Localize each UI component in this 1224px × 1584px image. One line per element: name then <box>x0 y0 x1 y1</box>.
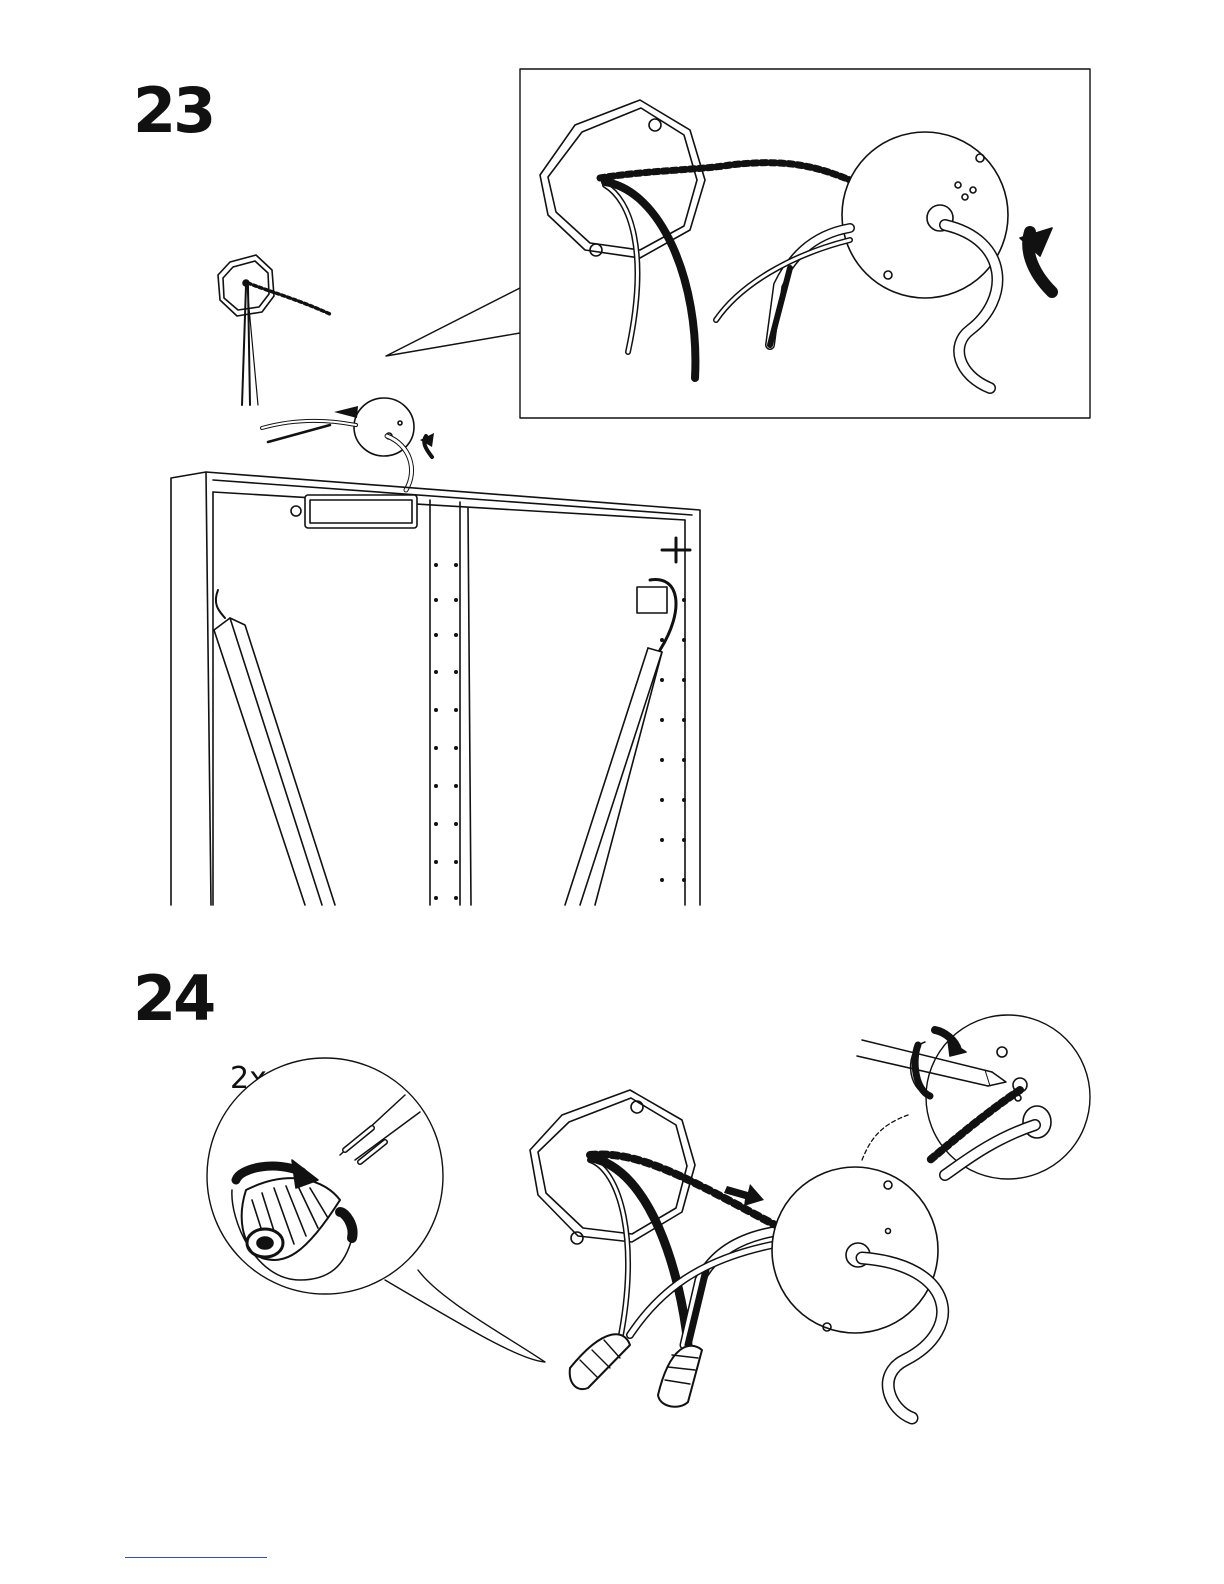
footer-divider <box>125 1557 267 1558</box>
ceiling-canopy-icon <box>842 132 1008 298</box>
screw-detail-circle <box>862 1015 1090 1179</box>
cabinet-frame <box>171 472 700 905</box>
